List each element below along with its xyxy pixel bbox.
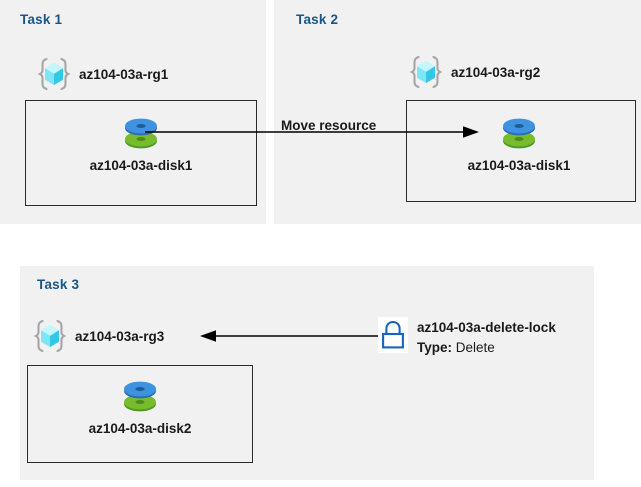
disk-icon: [117, 375, 163, 419]
resource-group-rg1-label: az104-03a-rg1: [79, 66, 169, 82]
disk-resource-3[interactable]: az104-03a-disk2: [65, 375, 215, 436]
resource-box-task-1: [25, 100, 257, 206]
delete-lock-arrow: [200, 324, 382, 348]
task-2-title: Task 2: [296, 12, 339, 27]
resource-group-rg2[interactable]: az104-03a-rg2: [408, 54, 540, 90]
resource-group-rg3[interactable]: az104-03a-rg3: [32, 318, 164, 354]
resource-group-icon: [32, 318, 68, 354]
resource-box-task-2: [406, 100, 636, 202]
disk-resource-2[interactable]: az104-03a-disk1: [444, 112, 594, 173]
delete-lock-text: az104-03a-delete-lock Type: Delete: [417, 317, 556, 358]
delete-lock-type-label: Type:: [417, 339, 453, 355]
disk-icon: [496, 112, 542, 156]
task-3-title: Task 3: [37, 277, 80, 292]
resource-group-rg2-label: az104-03a-rg2: [451, 64, 541, 80]
resource-box-task-3: [27, 365, 253, 463]
disk-resource-1[interactable]: az104-03a-disk1: [66, 112, 216, 173]
delete-lock-group[interactable]: az104-03a-delete-lock Type: Delete: [378, 317, 556, 358]
move-resource-label: Move resource: [281, 118, 377, 133]
delete-lock-type: Type: Delete: [417, 340, 495, 355]
resource-group-rg1[interactable]: az104-03a-rg1: [36, 56, 168, 92]
delete-lock-name: az104-03a-delete-lock: [417, 320, 556, 335]
resource-group-rg3-label: az104-03a-rg3: [75, 328, 165, 344]
resource-group-icon: [36, 56, 72, 92]
lock-icon: [378, 317, 408, 353]
task-1-title: Task 1: [20, 12, 63, 27]
disk-resource-3-label: az104-03a-disk2: [88, 421, 192, 436]
resource-group-icon: [408, 54, 444, 90]
move-resource-arrow: [145, 120, 481, 144]
disk-resource-1-label: az104-03a-disk1: [89, 158, 193, 173]
disk-resource-2-label: az104-03a-disk1: [467, 158, 571, 173]
delete-lock-type-value: Delete: [455, 339, 495, 355]
